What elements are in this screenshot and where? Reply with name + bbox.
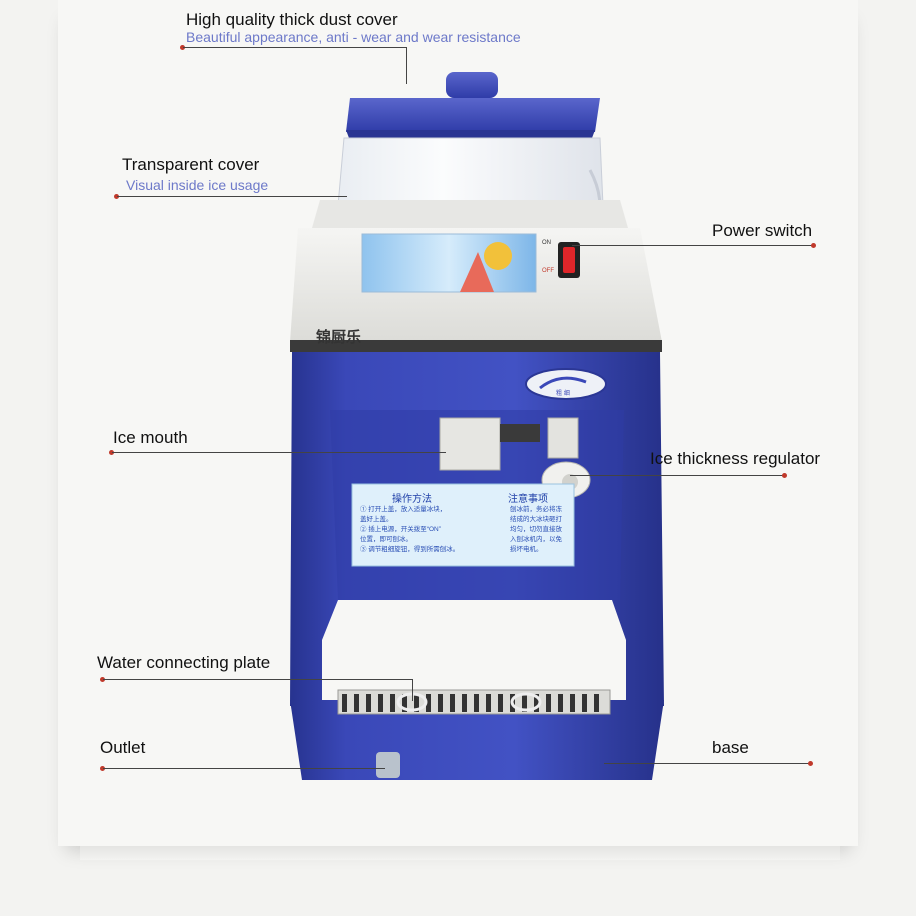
water-plate-line-vertical xyxy=(412,679,413,701)
dust-cover-line xyxy=(183,47,407,48)
grate-slat xyxy=(390,694,395,712)
grate-slat xyxy=(594,694,599,712)
grate-slat xyxy=(450,694,455,712)
transparent-cover-subtitle: Visual inside ice usage xyxy=(126,177,269,193)
white-top-housing xyxy=(290,200,662,352)
ice-mouth-line xyxy=(112,452,446,453)
transparent-cover-line xyxy=(117,196,347,197)
dust-cover xyxy=(346,72,600,138)
grate-slat xyxy=(570,694,575,712)
instruction_right-line: 结成的大冰块砸打 xyxy=(510,516,562,523)
grate-slat xyxy=(534,694,539,712)
grate-slat xyxy=(522,694,527,712)
dust-cover-line-vertical xyxy=(406,47,407,84)
grate-slat xyxy=(462,694,467,712)
grate-slat xyxy=(438,694,443,712)
outlet-line xyxy=(103,768,385,769)
dial-text: 粗 细 xyxy=(556,390,570,397)
dust-cover-title: High quality thick dust cover xyxy=(186,10,398,29)
grate-slat xyxy=(342,694,347,712)
outlet-title: Outlet xyxy=(100,738,146,757)
outlet-dot xyxy=(100,766,105,771)
thickness-regulator-title: Ice thickness regulator xyxy=(650,449,821,468)
water-plate-title: Water connecting plate xyxy=(97,653,271,672)
switch-off-label: OFF xyxy=(542,268,554,274)
power-switch-line xyxy=(572,245,812,246)
instruction_right-line: 均匀，切勿直接放 xyxy=(510,526,562,533)
instruction-right-text: 刨冰前，务必将冻结成的大冰块砸打均匀，切勿直接放入刨冰机内，以免损坏电机。 xyxy=(510,505,574,555)
grate-slat xyxy=(378,694,383,712)
grate-slat xyxy=(366,694,371,712)
grate-slat xyxy=(474,694,479,712)
instruction-right-title: 注意事项 xyxy=(508,494,548,505)
brand-logo: 锦厨乐 xyxy=(316,328,362,346)
switch-on-label: ON xyxy=(542,240,551,246)
base-title: base xyxy=(712,738,749,757)
instruction_left-line: 位置，即可刨冰。 xyxy=(360,536,412,543)
base-dot xyxy=(808,761,813,766)
instruction-left-text: ① 打开上盖，放入适量冰块， 盖好上盖。 ② 插上电源，开关拨至“ON” 位置，即可刨… xyxy=(360,505,490,555)
dust-cover-dot xyxy=(180,45,185,50)
grate-slat xyxy=(558,694,563,712)
instruction_left-line: ③ 调节粗细旋钮，得到所需刨冰。 xyxy=(360,546,460,553)
instruction_left-line: ① 打开上盖，放入适量冰块， xyxy=(360,506,447,513)
transparent-cover-title: Transparent cover xyxy=(122,155,260,174)
thickness-regulator-dot xyxy=(782,473,787,478)
instruction_left-line: 盖好上盖。 xyxy=(360,516,393,523)
instruction_right-line: 入刨冰机内，以免 xyxy=(510,536,562,543)
ice-mouth-title: Ice mouth xyxy=(113,428,188,447)
power-switch-title: Power switch xyxy=(712,221,813,240)
grate-slat xyxy=(582,694,587,712)
water-plate-dot xyxy=(100,677,105,682)
instruction_right-line: 损坏电机。 xyxy=(510,546,543,553)
water-plate-line xyxy=(103,679,413,680)
grate-ring xyxy=(510,692,542,712)
grate-slat xyxy=(402,694,407,712)
instruction_left-line: ② 插上电源，开关拨至“ON” xyxy=(360,526,441,533)
instruction-left-title: 操作方法 xyxy=(392,494,432,505)
thickness-regulator-line xyxy=(570,475,784,476)
power-switch-dot xyxy=(811,243,816,248)
grate-slat xyxy=(498,694,503,712)
base-line xyxy=(604,763,810,764)
transparent-cover-dot xyxy=(114,194,119,199)
grate-slat xyxy=(414,694,419,712)
grate-slat xyxy=(426,694,431,712)
dust-cover-subtitle: Beautiful appearance, anti - wear and we… xyxy=(186,29,521,45)
ice-mouth-dot xyxy=(109,450,114,455)
grate-slat xyxy=(546,694,551,712)
grate-slat xyxy=(354,694,359,712)
grate-slat xyxy=(486,694,491,712)
instruction_right-line: 刨冰前，务必将冻 xyxy=(510,506,562,513)
blue-body xyxy=(290,352,664,706)
floor-shadow xyxy=(80,846,840,860)
